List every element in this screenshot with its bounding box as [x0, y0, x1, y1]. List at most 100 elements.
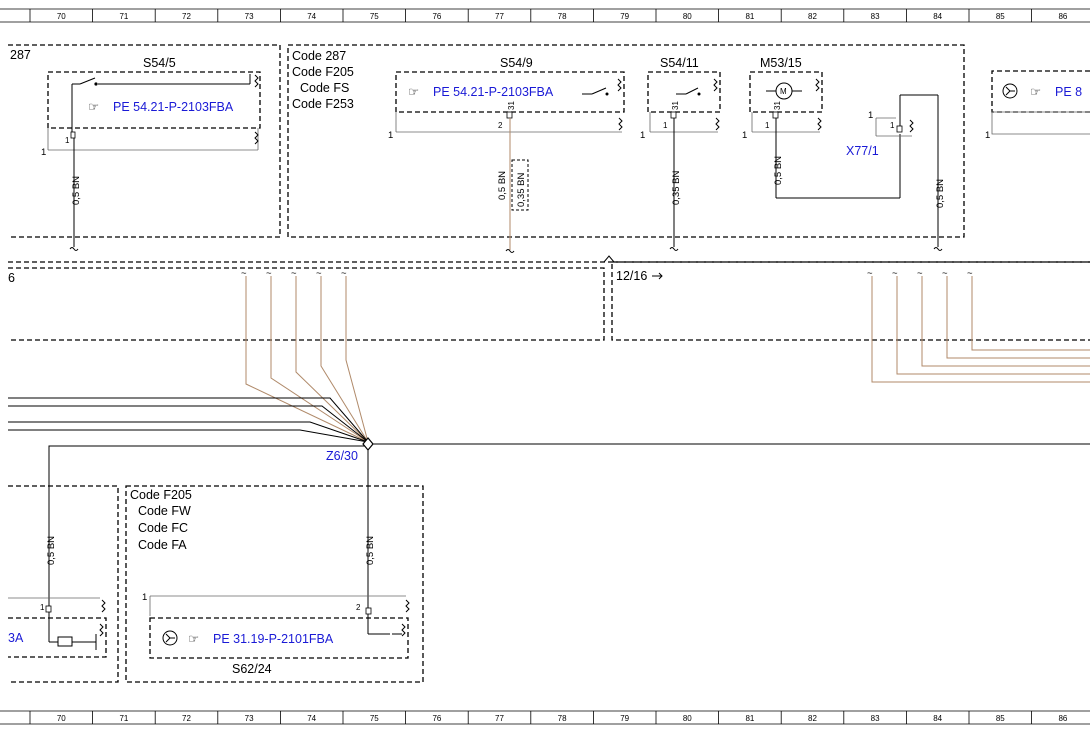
svg-text:~: ~: [942, 268, 948, 279]
box-s54-5: 287 S54/5 ☞ PE 54.21-P-2103FBA 1 1 0,5 B…: [8, 44, 281, 251]
wire-label: 0,35 BN: [671, 171, 682, 205]
hand-pointer-icon: ☞: [88, 100, 99, 114]
grid-column-label: 70: [57, 714, 66, 723]
pin-1: 1: [663, 121, 668, 130]
black-wires: [8, 397, 1090, 612]
svg-text:~: ~: [967, 268, 973, 279]
pin-1: 1: [142, 592, 147, 603]
svg-text:~: ~: [241, 268, 247, 279]
grid-column-label: 83: [871, 714, 880, 723]
svg-text:~: ~: [341, 268, 347, 279]
box-s62-24: Code F205 Code FW Code FC Code FA 1 2 ☞ …: [125, 485, 424, 683]
grid-column-label: 83: [871, 12, 880, 21]
hand-pointer-icon: ☞: [188, 632, 199, 646]
grid-column-label: 82: [808, 714, 817, 723]
grid-column-label: 86: [1058, 12, 1067, 21]
ref-link-right[interactable]: PE 8: [1055, 85, 1082, 99]
svg-text:~: ~: [266, 268, 272, 279]
grid-column-label: 81: [745, 12, 754, 21]
resistor-icon: [57, 636, 73, 647]
grid-column-label: 79: [620, 714, 629, 723]
component-s54-11: S54/11: [660, 56, 699, 70]
wire-label: 0,5 BN: [365, 536, 376, 565]
svg-text:~: ~: [291, 268, 297, 279]
component-s62-24: S62/24: [232, 662, 272, 676]
grid-column-label: 76: [432, 714, 441, 723]
grid-column-label: 85: [996, 714, 1005, 723]
outer-pin-label: 1: [742, 130, 747, 141]
svg-text:M: M: [780, 87, 787, 96]
wire-label-a: 0,5 BN: [497, 171, 508, 200]
grid-column-label: 73: [245, 12, 254, 21]
grid-column-label: 72: [182, 12, 191, 21]
band-left-label: 6: [8, 271, 15, 285]
wire-label-b: 0,35 BN: [516, 173, 527, 207]
code-287: Code 287: [292, 49, 346, 63]
svg-text:1: 1: [985, 130, 990, 141]
harness-right: ~ ~ ~ ~ ~: [867, 268, 1090, 383]
component-m53-15: M53/15: [760, 56, 802, 70]
band-right-label: 12/16: [616, 269, 647, 283]
pin-1: 1: [765, 121, 770, 130]
grid-column-label: 79: [620, 12, 629, 21]
grid-column-label: 70: [57, 12, 66, 21]
grid-column-label: 86: [1058, 714, 1067, 723]
ref-link-bottom-left[interactable]: 3A: [8, 631, 24, 645]
ref-link-s54-9[interactable]: PE 54.21-P-2103FBA: [433, 85, 554, 99]
splice-z6-30: Z6/30: [326, 437, 374, 463]
grid-column-label: 75: [370, 714, 379, 723]
pin-label: 1: [40, 603, 45, 612]
grid-column-label: 84: [933, 714, 942, 723]
pin-31: 31: [773, 101, 782, 110]
grid-column-label: 80: [683, 714, 692, 723]
grid-column-label: 85: [996, 12, 1005, 21]
pin-label: 1: [65, 136, 70, 145]
component-x77-1[interactable]: X77/1: [846, 144, 879, 158]
code-label: 287: [10, 48, 31, 62]
outer-pin-label: 1: [388, 130, 393, 141]
code-f253: Code F253: [292, 97, 354, 111]
pin-31: 31: [507, 101, 516, 110]
pin-a: 1: [890, 121, 895, 130]
outer-pin-label: 1: [640, 130, 645, 141]
hand-pointer-icon: ☞: [408, 85, 419, 99]
grid-column-label: 74: [307, 714, 316, 723]
grid-column-label: 73: [245, 714, 254, 723]
grid-column-label: 80: [683, 12, 692, 21]
code-fw: Code FW: [138, 504, 191, 518]
pin-2: 2: [356, 603, 361, 612]
splice-label[interactable]: Z6/30: [326, 449, 358, 463]
ref-link-s62-24[interactable]: PE 31.19-P-2101FBA: [213, 632, 334, 646]
hand-pointer-icon: ☞: [1030, 85, 1041, 99]
grid-column-label: 81: [745, 714, 754, 723]
svg-text:~: ~: [867, 268, 873, 279]
svg-text:~: ~: [917, 268, 923, 279]
wire-label: 0,5 BN: [773, 156, 784, 185]
grid-column-label: 84: [933, 12, 942, 21]
wire-label: 0,5 BN: [935, 179, 946, 208]
wire-label: 0,5 BN: [46, 536, 57, 565]
pin-1: 1: [868, 110, 873, 121]
grid-column-label: 71: [119, 714, 128, 723]
code-fc: Code FC: [138, 521, 188, 535]
svg-text:~: ~: [892, 268, 898, 279]
code-fa: Code FA: [138, 538, 187, 552]
component-s54-9: S54/9: [500, 56, 533, 70]
pin-2: 2: [498, 121, 503, 130]
grid-column-label: 71: [119, 12, 128, 21]
grid-column-label: 82: [808, 12, 817, 21]
outer-pin-label: 1: [41, 147, 46, 158]
middle-band: 6 12/16: [8, 255, 1090, 341]
ref-link-s54-5[interactable]: PE 54.21-P-2103FBA: [113, 100, 234, 114]
code-f205: Code F205: [292, 65, 354, 79]
grid-column-label: 78: [558, 714, 567, 723]
wire-label: 0,5 BN: [71, 176, 82, 205]
svg-text:~: ~: [316, 268, 322, 279]
grid-column-label: 78: [558, 12, 567, 21]
grid-column-label: 74: [307, 12, 316, 21]
grid-column-label: 77: [495, 714, 504, 723]
component-s54-5: S54/5: [143, 56, 176, 70]
